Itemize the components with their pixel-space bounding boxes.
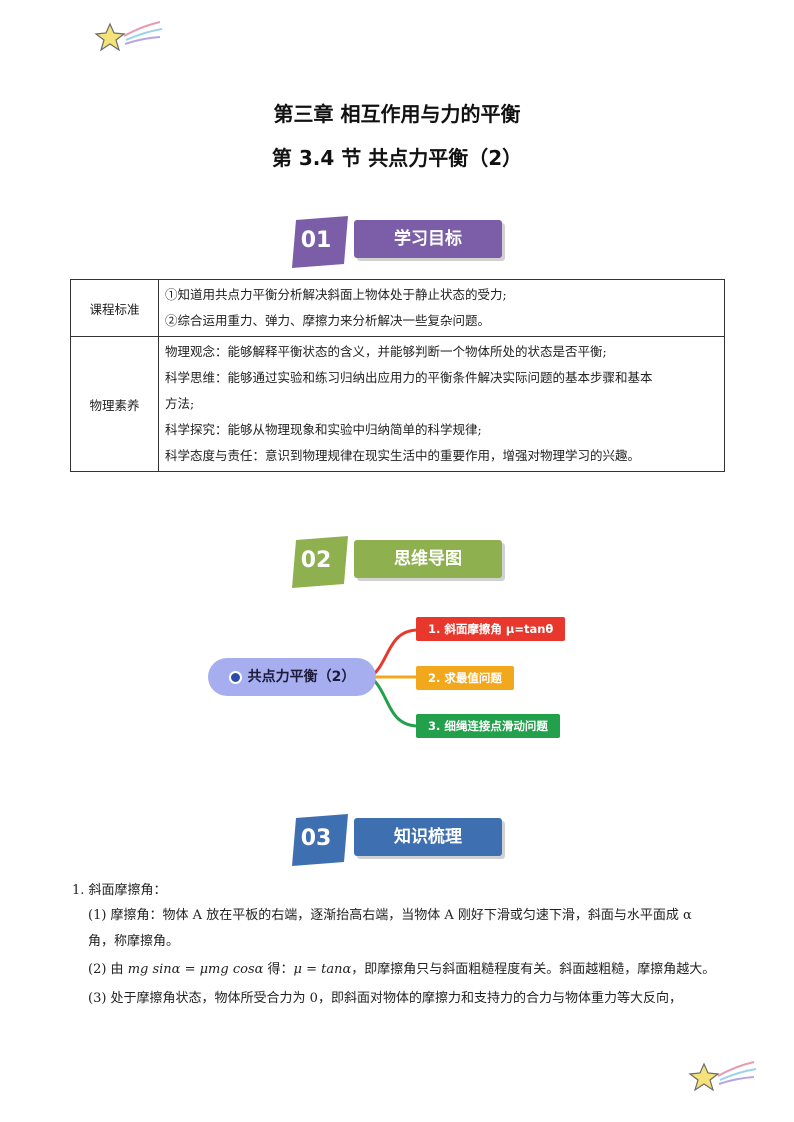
text-span: (2) 由	[88, 962, 128, 977]
mindmap-node: 1. 斜面摩擦角 μ=tanθ	[416, 617, 566, 641]
goal-line: 科学思维：能够通过实验和练习归纳出应用力的平衡条件解决实际问题的基本步骤和基本	[165, 370, 653, 385]
row-content: ①知道用共点力平衡分析解决斜面上物体处于静止状态的受力; ②综合运用重力、弹力、…	[158, 279, 725, 337]
shooting-star-icon	[688, 1058, 758, 1098]
mindmap-connectors	[370, 628, 417, 728]
goal-line: 科学态度与责任：意识到物理规律在现实生活中的重要作用，增强对物理学习的兴趣。	[165, 448, 641, 463]
section-badge-goals: 01 学习目标	[288, 214, 508, 268]
mindmap-root-label: 共点力平衡（2）	[247, 669, 356, 685]
section-number: 01	[300, 228, 332, 253]
shooting-star-icon	[94, 18, 164, 58]
section-number: 02	[300, 548, 332, 573]
learning-goals-table: 课程标准 ①知道用共点力平衡分析解决斜面上物体处于静止状态的受力; ②综合运用重…	[70, 279, 725, 472]
knowledge-paragraph: (2) 由 mg sinα = μmg cosα 得：μ = tanα，即摩擦角…	[88, 959, 768, 981]
table-row: 物理素养 物理观念：能够解释平衡状态的含义，并能够判断一个物体所处的状态是否平衡…	[70, 336, 725, 472]
section-number: 03	[300, 826, 332, 851]
text-span: 得：	[263, 962, 294, 977]
knowledge-heading: 1. 斜面摩擦角：	[72, 883, 167, 898]
row-header: 物理素养	[70, 336, 159, 472]
section-label: 知识梳理	[354, 818, 502, 856]
text-span: ，即摩擦角只与斜面粗糙程度有关。斜面越粗糙，摩擦角越大。	[351, 962, 716, 977]
formula: mg sinα = μmg cosα	[127, 962, 264, 977]
goal-line: 方法;	[165, 396, 195, 411]
goal-line: ①知道用共点力平衡分析解决斜面上物体处于静止状态的受力;	[165, 287, 507, 302]
badge-shape-icon	[292, 216, 348, 268]
goal-line: ②综合运用重力、弹力、摩擦力来分析解决一些复杂问题。	[165, 313, 491, 328]
knowledge-paragraph: (3) 处于摩擦角状态，物体所受合力为 0，即斜面对物体的摩擦力和支持力的合力与…	[88, 991, 682, 1006]
mindmap-node: 3. 细绳连接点滑动问题	[416, 714, 560, 738]
section-label: 学习目标	[354, 220, 502, 258]
row-content: 物理观念：能够解释平衡状态的含义，并能够判断一个物体所处的状态是否平衡; 科学思…	[158, 336, 725, 472]
formula: μ = tanα	[293, 962, 352, 977]
knowledge-paragraph: 角，称摩擦角。	[88, 934, 180, 949]
section-label: 思维导图	[354, 540, 502, 578]
row-header: 课程标准	[70, 279, 159, 337]
node-dot-icon	[228, 670, 242, 684]
mindmap-node: 2. 求最值问题	[416, 666, 514, 690]
goal-line: 科学探究：能够从物理现象和实验中归纳简单的科学规律;	[165, 422, 482, 437]
mindmap-root: 共点力平衡（2）	[208, 658, 376, 696]
badge-shape-icon	[292, 536, 348, 588]
section-title: 第 3.4 节 共点力平衡（2）	[271, 146, 523, 170]
section-badge-mindmap: 02 思维导图	[288, 534, 508, 588]
knowledge-paragraph: (1) 摩擦角：物体 A 放在平板的右端，逐渐抬高右端，当物体 A 刚好下滑或匀…	[88, 908, 692, 923]
chapter-title: 第三章 相互作用与力的平衡	[273, 102, 521, 126]
badge-shape-icon	[292, 814, 348, 866]
goal-line: 物理观念：能够解释平衡状态的含义，并能够判断一个物体所处的状态是否平衡;	[165, 344, 607, 359]
table-row: 课程标准 ①知道用共点力平衡分析解决斜面上物体处于静止状态的受力; ②综合运用重…	[70, 279, 725, 337]
section-badge-knowledge: 03 知识梳理	[288, 812, 508, 866]
